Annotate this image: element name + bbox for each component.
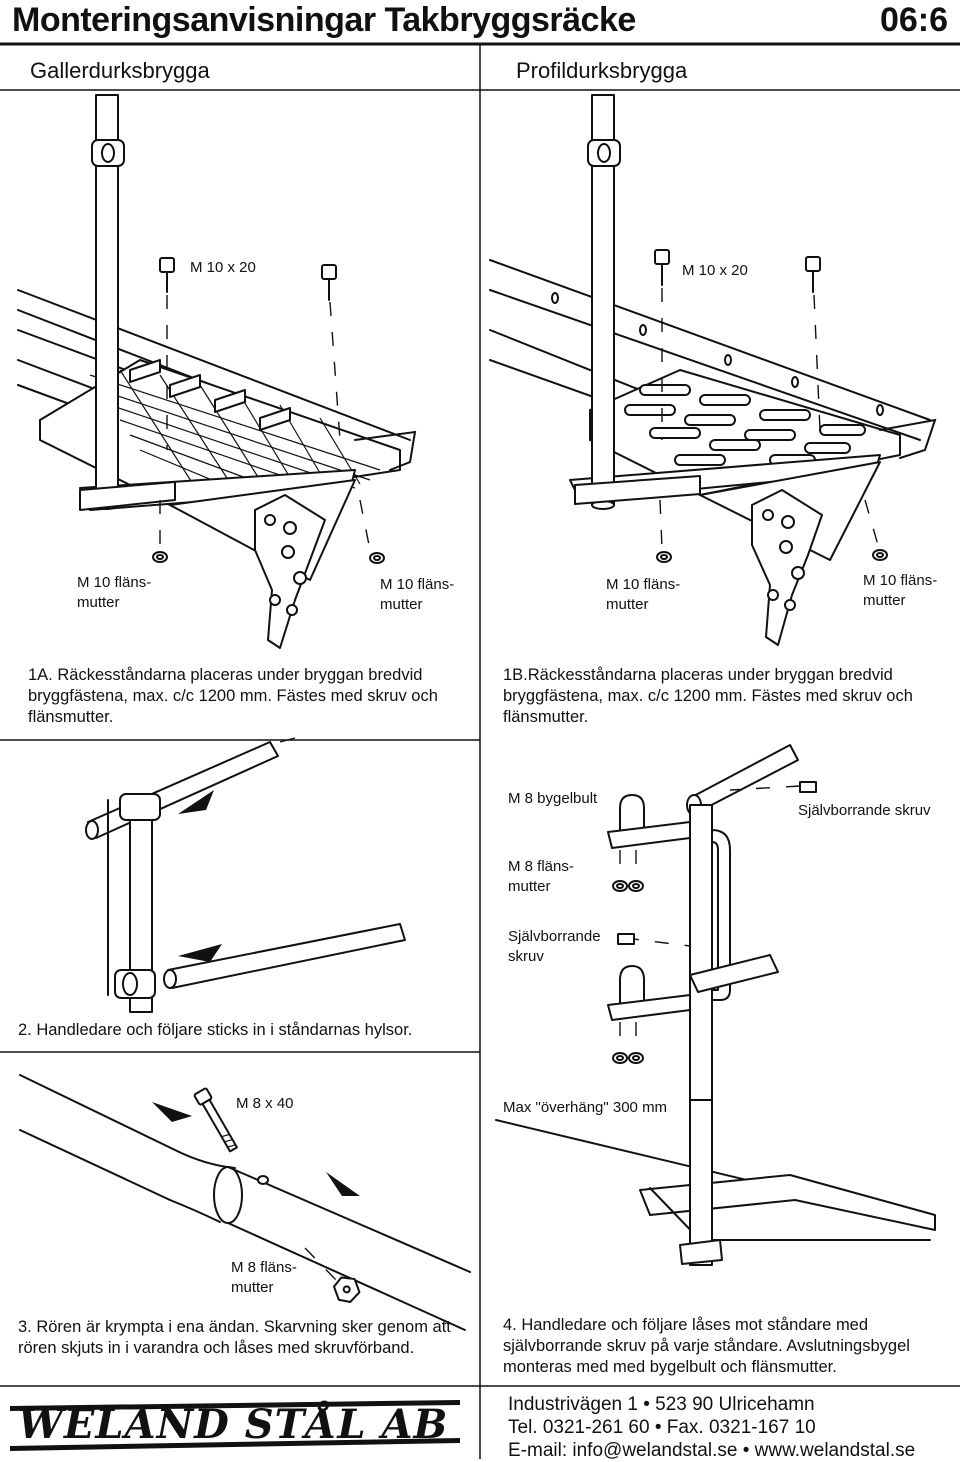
profile-walkway-drawing bbox=[490, 95, 935, 645]
m8-nut-label-3: M 8 fläns- mutter bbox=[231, 1259, 297, 1296]
caption-4: 4. Handledare och följare låses mot stån… bbox=[503, 1316, 910, 1376]
bolt-label-1b: M 10 x 20 bbox=[682, 262, 748, 279]
nut-label-1b-left: M 10 fläns- mutter bbox=[606, 576, 681, 613]
company-logo[interactable] bbox=[10, 1400, 460, 1451]
page-frame-lines bbox=[0, 44, 960, 1459]
m8x40-bolt-label: M 8 x 40 bbox=[236, 1095, 294, 1112]
caption-2: 2. Handledare och följare sticks in i st… bbox=[18, 1021, 413, 1039]
rail-insertion-drawing bbox=[86, 738, 405, 1012]
overhang-drawing bbox=[496, 1100, 935, 1265]
phone-line: Tel. 0321-261 60 • Fax. 0321-167 10 bbox=[508, 1417, 816, 1438]
nut-label-1b-right: M 10 fläns- mutter bbox=[863, 572, 938, 609]
grating-walkway-drawing bbox=[18, 95, 415, 648]
self-drill-screw-label-mid: Självborrande skruv bbox=[508, 928, 601, 965]
caption-3: 3. Rören är krympta i ena ändan. Skarvni… bbox=[18, 1318, 451, 1357]
page-title: Monteringsanvisningar Takbryggsräcke bbox=[12, 1, 636, 39]
nut-label-1a-right: M 10 fläns- mutter bbox=[380, 576, 455, 613]
nut-label-1a-left: M 10 fläns- mutter bbox=[77, 574, 152, 611]
pipe-joint-drawing bbox=[20, 1075, 470, 1330]
company-logo-text: WELAND STÅL AB bbox=[18, 1401, 449, 1448]
u-bolt-label: M 8 bygelbult bbox=[508, 790, 598, 807]
address-line: Industrivägen 1 • 523 90 Ulricehamn bbox=[508, 1394, 815, 1415]
self-drill-screw-label-top: Självborrande skruv bbox=[798, 802, 931, 819]
web-line[interactable]: E-mail: info@welandstal.se • www.welands… bbox=[508, 1440, 916, 1461]
right-section-heading: Profildurksbrygga bbox=[516, 58, 688, 83]
m8-nut-label: M 8 fläns- mutter bbox=[508, 858, 574, 895]
left-section-heading: Gallerdurksbrygga bbox=[30, 58, 210, 83]
caption-1a: 1A. Räckesståndarna placeras under brygg… bbox=[28, 666, 438, 726]
bolt-label-1a: M 10 x 20 bbox=[190, 259, 256, 276]
overhang-label: Max "överhäng" 300 mm bbox=[503, 1099, 668, 1116]
page-code: 06:6 bbox=[879, 1, 948, 39]
caption-1b: 1B.Räckesståndarna placeras under brygga… bbox=[503, 666, 913, 726]
